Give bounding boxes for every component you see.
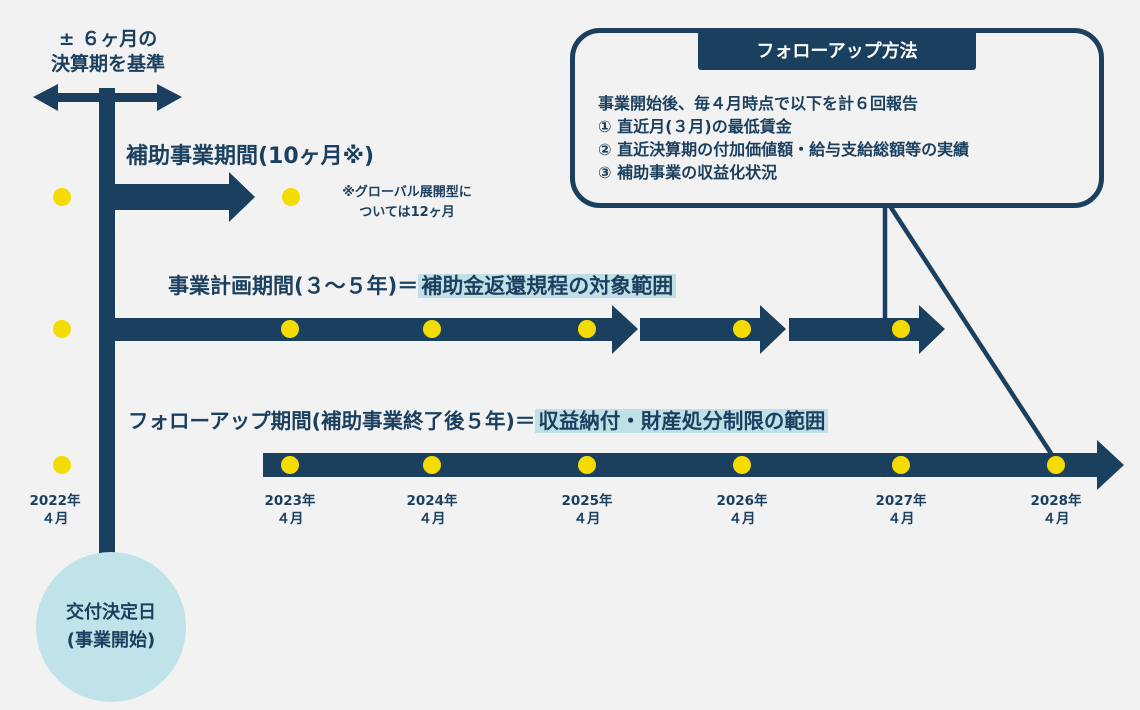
month-text: ４月 [418, 511, 446, 527]
year-text: 2023年 [264, 493, 316, 509]
month-text: ４月 [1042, 511, 1070, 527]
month-text: ４月 [573, 511, 601, 527]
followup-period-arrow [263, 440, 1124, 490]
subsidy-footnote-line2: ついては12ヶ月 [359, 205, 455, 220]
followup-method-line: ② 直近決算期の付加価値額・給与支給総額等の実績 [598, 140, 970, 159]
plan-period-text: 事業計画期間(３～５年)＝補助金返還規程の対象範囲 [168, 270, 677, 300]
top-note-line1: ± ６ヶ月の [58, 28, 158, 50]
year-label-2027: 2027年 ４月 [866, 492, 936, 528]
subsidy-period-label: 補助事業期間(10ヶ月※) [126, 144, 375, 169]
dot-followup-2023 [281, 456, 299, 474]
dot-plan-2025 [578, 320, 596, 338]
top-note-line2: 決算期を基準 [50, 53, 165, 75]
year-label-2023: 2023年 ４月 [255, 492, 325, 528]
followup-method-title: フォローアップ方法 [698, 30, 976, 70]
followup-method-line: ① 直近月(３月)の最低賃金 [598, 117, 792, 136]
subsidy-footnote: ※グローバル展開型に ついては12ヶ月 [312, 183, 502, 223]
year-text: 2026年 [716, 493, 768, 509]
month-text: ４月 [276, 511, 304, 527]
year-text: 2028年 [1030, 493, 1082, 509]
start-date-circle: 交付決定日 (事業開始) [36, 552, 186, 702]
followup-method-line: ③ 補助事業の収益化状況 [598, 163, 778, 182]
followup-period-text: フォローアップ期間(補助事業終了後５年)＝収益納付・財産処分制限の範囲 [128, 404, 829, 434]
vertical-axis [99, 88, 115, 558]
followup-period-label: フォローアップ期間(補助事業終了後５年)＝ [128, 409, 536, 433]
dot-plan-2026 [733, 320, 751, 338]
subsidy-footnote-line1: ※グローバル展開型に [342, 185, 472, 200]
plan-period-arrow-2 [640, 305, 786, 354]
dot-followup-2024 [423, 456, 441, 474]
plan-period-arrow-3 [789, 305, 945, 354]
year-label-2022: 2022年 ４月 [20, 492, 90, 528]
dot-plan-2027 [892, 320, 910, 338]
followup-method-line: 事業開始後、毎４月時点で以下を計６回報告 [598, 94, 919, 113]
year-label-2028: 2028年 ４月 [1021, 492, 1091, 528]
month-text: ４月 [41, 511, 69, 527]
connector-line-2028 [888, 204, 1056, 460]
followup-period-highlight: 収益納付・財産処分制限の範囲 [535, 409, 829, 433]
year-label-2024: 2024年 ４月 [397, 492, 467, 528]
start-circle-line1: 交付決定日 [66, 602, 156, 623]
followup-method-list: 事業開始後、毎４月時点で以下を計６回報告 ① 直近月(３月)の最低賃金 ② 直近… [598, 92, 969, 184]
double-arrow [33, 84, 182, 111]
year-text: 2027年 [875, 493, 927, 509]
dot-followup-left [53, 456, 71, 474]
year-label-2026: 2026年 ４月 [707, 492, 777, 528]
plan-period-highlight: 補助金返還規程の対象範囲 [418, 274, 677, 298]
year-text: 2025年 [561, 493, 613, 509]
dot-plan-2024 [423, 320, 441, 338]
dot-followup-2026 [733, 456, 751, 474]
year-label-2025: 2025年 ４月 [552, 492, 622, 528]
plan-period-arrow-1 [115, 305, 638, 354]
start-circle-line2: (事業開始) [66, 630, 156, 651]
dot-followup-2025 [578, 456, 596, 474]
plan-period-label: 事業計画期間(３～５年)＝ [168, 274, 419, 298]
top-note: ± ６ヶ月の 決算期を基準 [28, 27, 188, 77]
dot-plan-left [53, 320, 71, 338]
dot-subsidy-left [53, 188, 71, 206]
month-text: ４月 [887, 511, 915, 527]
dot-subsidy-note [282, 188, 300, 206]
month-text: ４月 [728, 511, 756, 527]
dot-plan-2023 [281, 320, 299, 338]
subsidy-period-arrow [115, 172, 255, 222]
year-text: 2024年 [406, 493, 458, 509]
dot-followup-2028 [1047, 456, 1065, 474]
year-text: 2022年 [29, 493, 81, 509]
dot-followup-2027 [892, 456, 910, 474]
